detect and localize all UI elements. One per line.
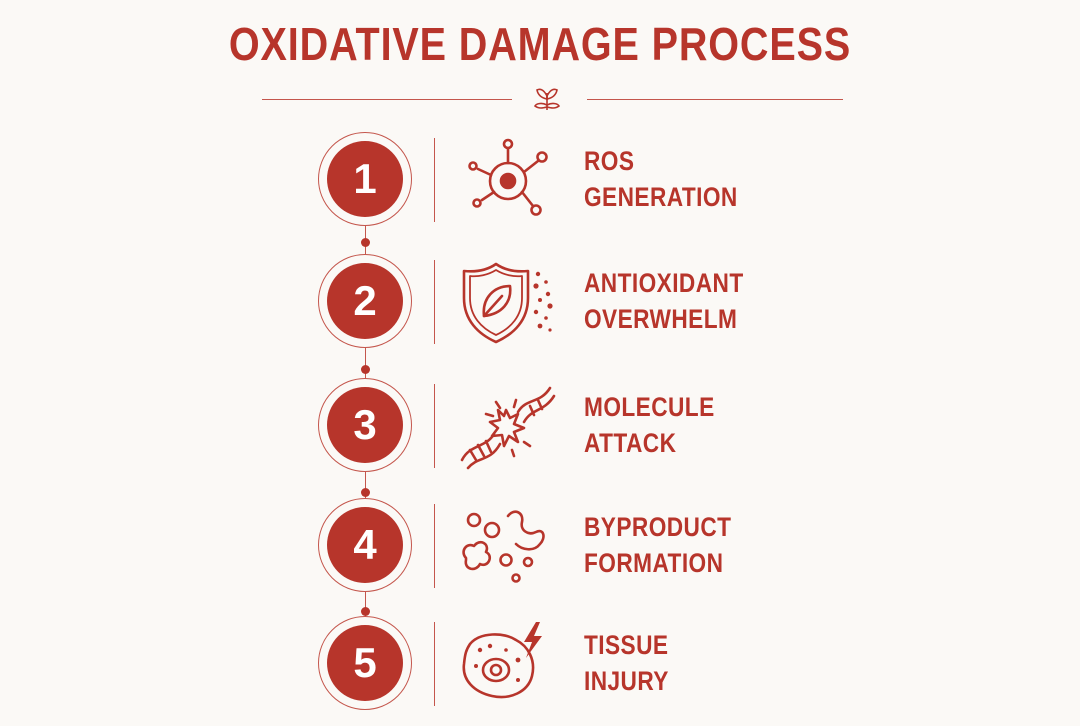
connector-dot (361, 365, 370, 374)
step-label: TISSUE INJURY (584, 627, 669, 699)
page-title: OXIDATIVE DAMAGE PROCESS (228, 18, 852, 70)
step-label-line2: INJURY (584, 666, 669, 696)
step-separator (434, 622, 435, 706)
step-label-line1: MOLECULE (584, 392, 715, 422)
sprig-icon (533, 88, 561, 110)
molecule-icon (468, 138, 548, 216)
step-1: 1 ROS GENERATION (0, 132, 1080, 242)
step-label-line2: ATTACK (584, 428, 677, 458)
step-label: ANTIOXIDANT OVERWHELM (584, 265, 744, 337)
step-number: 2 (327, 263, 403, 339)
step-number: 4 (327, 507, 403, 583)
step-2: 2 ANTIOXIDANT OVERWHELM (0, 254, 1080, 364)
step-3: 3 MOLECULE ATTACK (0, 378, 1080, 488)
step-label-line1: BYPRODUCT (584, 512, 732, 542)
step-separator (434, 260, 435, 344)
step-label-line2: FORMATION (584, 548, 724, 578)
connector-dot (361, 607, 370, 616)
step-number-badge: 2 (318, 254, 412, 348)
step-number-badge: 3 (318, 378, 412, 472)
title-divider-left (262, 99, 512, 100)
step-separator (434, 504, 435, 588)
step-number: 5 (327, 625, 403, 701)
connector-dot (361, 238, 370, 247)
leaf-shield-icon (462, 262, 553, 344)
byproduct-particles-icon (462, 510, 545, 583)
step-label: MOLECULE ATTACK (584, 389, 715, 461)
damaged-cell-icon (462, 622, 542, 699)
step-4: 4 BYPRODUCT FORMATION (0, 498, 1080, 608)
step-label: BYPRODUCT FORMATION (584, 509, 731, 581)
step-label-line1: TISSUE (584, 630, 669, 660)
step-label: ROS GENERATION (584, 143, 738, 215)
step-number-badge: 5 (318, 616, 412, 710)
step-label-line2: OVERWHELM (584, 304, 738, 334)
title-divider-right (587, 99, 843, 100)
step-number-badge: 4 (318, 498, 412, 592)
step-number-badge: 1 (318, 132, 412, 226)
step-separator (434, 138, 435, 222)
connector-dot (361, 488, 370, 497)
broken-dna-icon (460, 386, 556, 470)
step-separator (434, 384, 435, 468)
step-label-line1: ROS (584, 146, 635, 176)
step-label-line2: GENERATION (584, 182, 738, 212)
step-number: 3 (327, 387, 403, 463)
step-label-line1: ANTIOXIDANT (584, 268, 744, 298)
step-number: 1 (327, 141, 403, 217)
step-5: 5 TISSUE INJURY (0, 616, 1080, 726)
